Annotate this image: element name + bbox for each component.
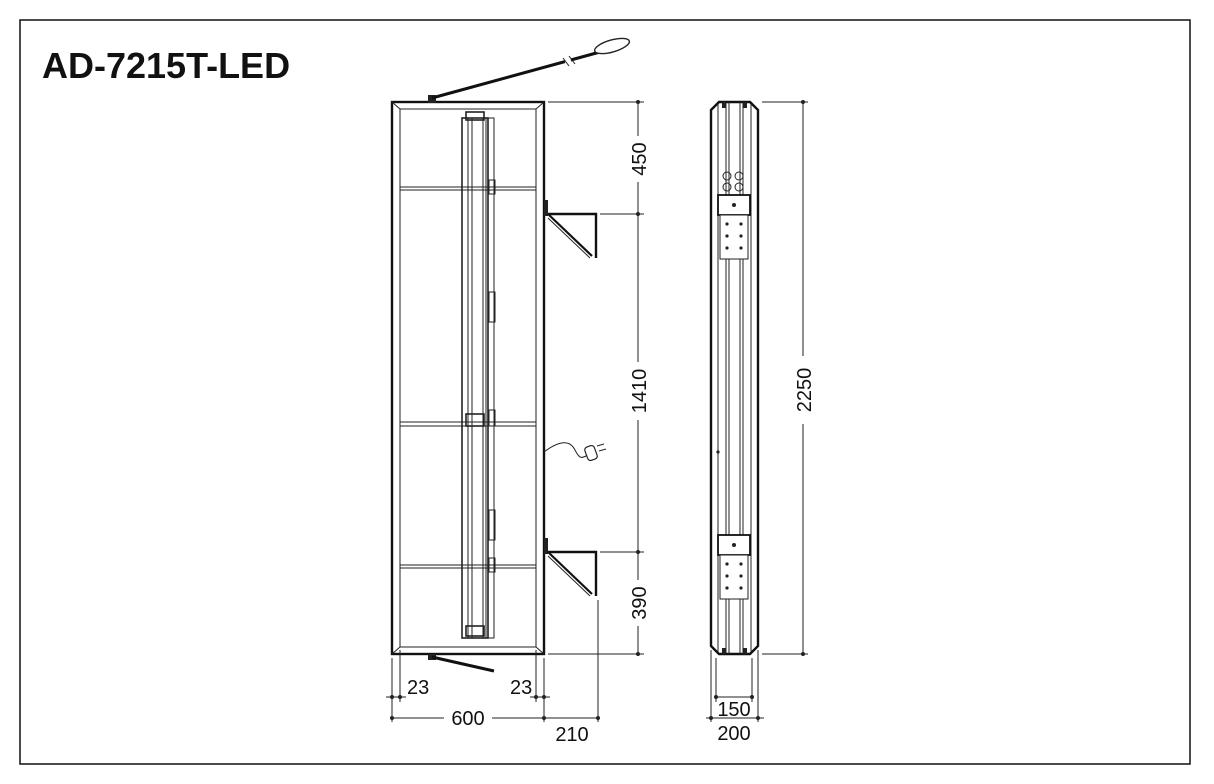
power-plug-icon xyxy=(543,442,607,462)
dim-width: 600 xyxy=(451,708,484,730)
front-width-dimensions xyxy=(386,600,600,728)
wall-bracket-upper xyxy=(544,200,598,259)
side-depth-dimensions xyxy=(706,650,764,722)
dim-bottom-section: 390 xyxy=(629,586,651,619)
side-bracket-plate-lower xyxy=(717,534,751,600)
dim-frame-left: 23 xyxy=(407,677,429,699)
sign-frame-inner xyxy=(399,108,537,648)
dim-bracket-depth: 210 xyxy=(555,724,588,746)
mount-hole-icon xyxy=(722,171,732,181)
top-cable xyxy=(428,37,631,103)
model-title: AD-7215T-LED xyxy=(42,45,290,86)
dim-inner-depth: 150 xyxy=(717,699,750,721)
sign-frame-outer xyxy=(390,100,546,656)
side-height-dimension xyxy=(762,100,816,656)
dim-top-section: 450 xyxy=(629,142,651,175)
dim-total-depth: 200 xyxy=(717,723,750,745)
front-height-dimensions xyxy=(548,100,650,656)
front-view: 450 1410 390 23 23 600 210 xyxy=(386,37,651,746)
led-tube xyxy=(461,111,496,639)
bottom-cable xyxy=(428,654,495,673)
dim-frame-right: 23 xyxy=(510,677,532,699)
wall-bracket-lower xyxy=(544,538,598,597)
side-view: 2250 150 200 xyxy=(706,100,816,745)
cable-end-plug-icon xyxy=(593,37,631,55)
dim-total-height: 2250 xyxy=(794,368,816,413)
side-bracket-plate-upper xyxy=(717,194,751,260)
dim-middle-section: 1410 xyxy=(629,369,651,414)
drawing-border xyxy=(19,19,1191,765)
